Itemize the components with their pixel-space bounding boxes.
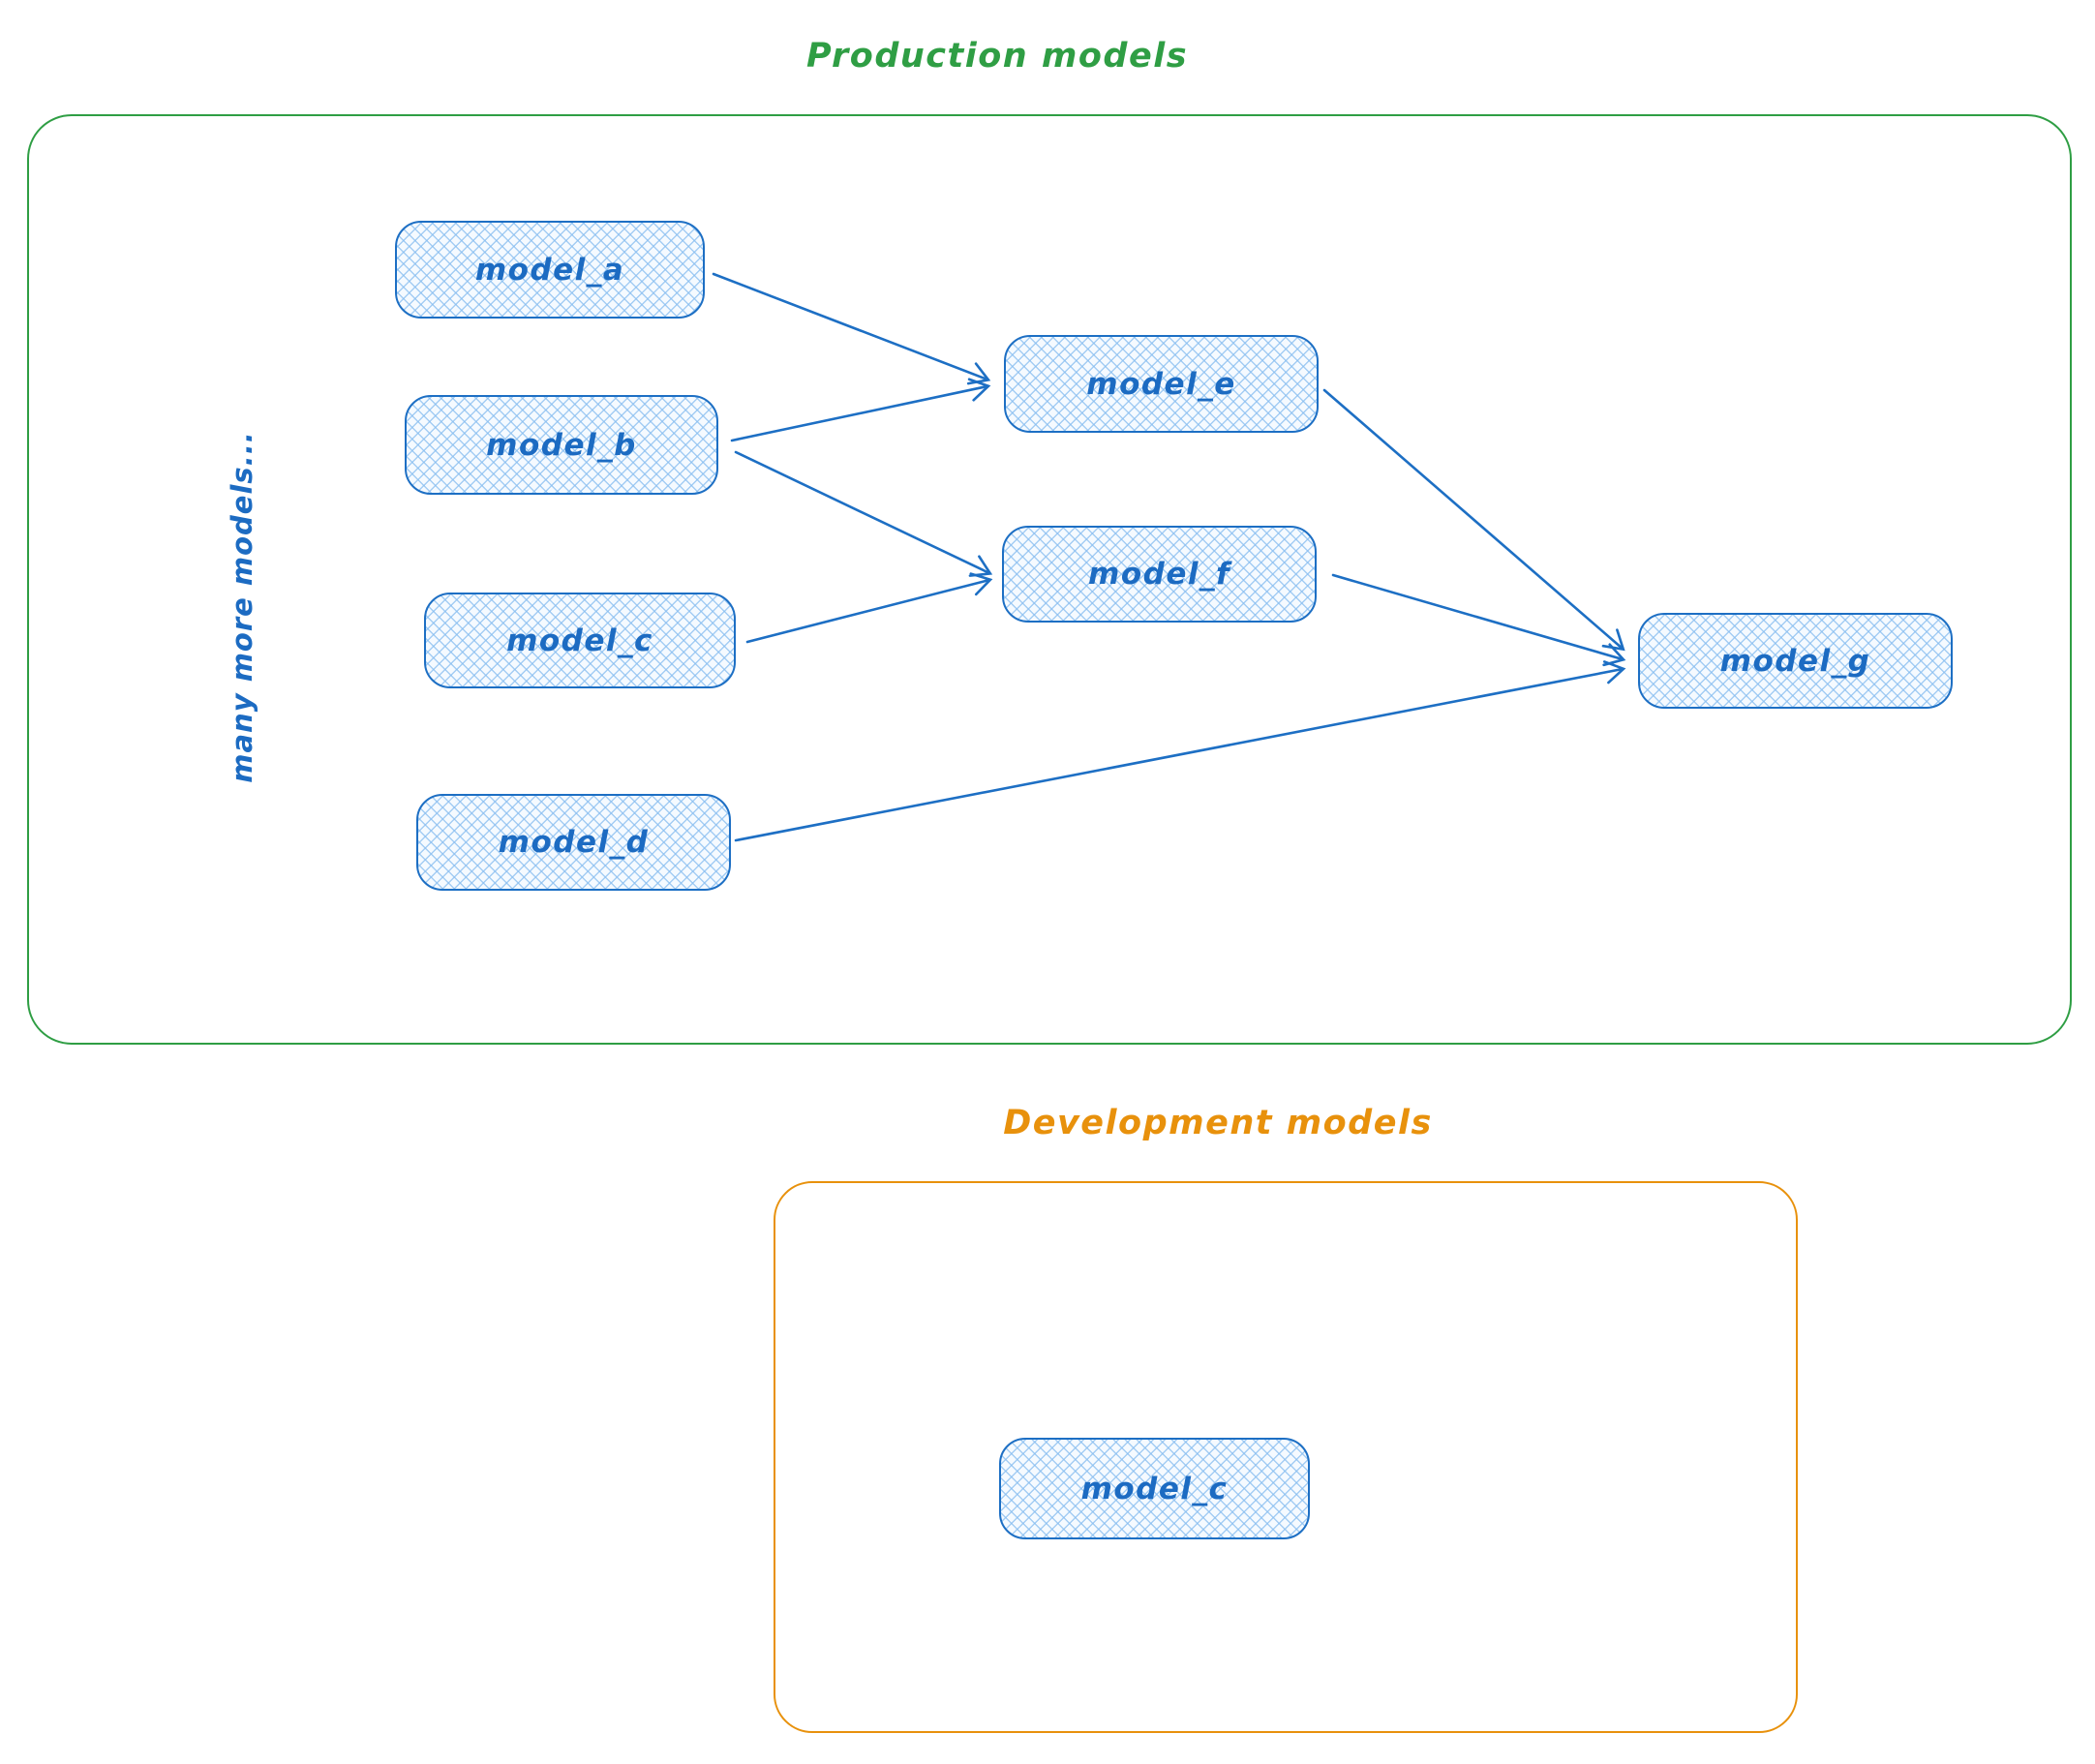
development-group-title: Development models bbox=[1003, 1104, 1433, 1142]
node-model-d: model_d bbox=[416, 794, 731, 891]
node-model-a: model_a bbox=[395, 221, 705, 319]
production-group-box bbox=[27, 114, 2072, 1045]
production-group-title: Production models bbox=[805, 37, 1189, 76]
node-development-model-c: model_c bbox=[999, 1438, 1310, 1539]
node-model-e: model_e bbox=[1004, 335, 1319, 433]
node-model-f: model_f bbox=[1002, 526, 1317, 623]
node-model-c: model_c bbox=[424, 593, 736, 688]
node-model-g: model_g bbox=[1638, 613, 1953, 709]
development-group-box bbox=[774, 1181, 1798, 1733]
node-model-b: model_b bbox=[405, 395, 718, 495]
many-more-models-label: many more models... bbox=[226, 431, 258, 783]
